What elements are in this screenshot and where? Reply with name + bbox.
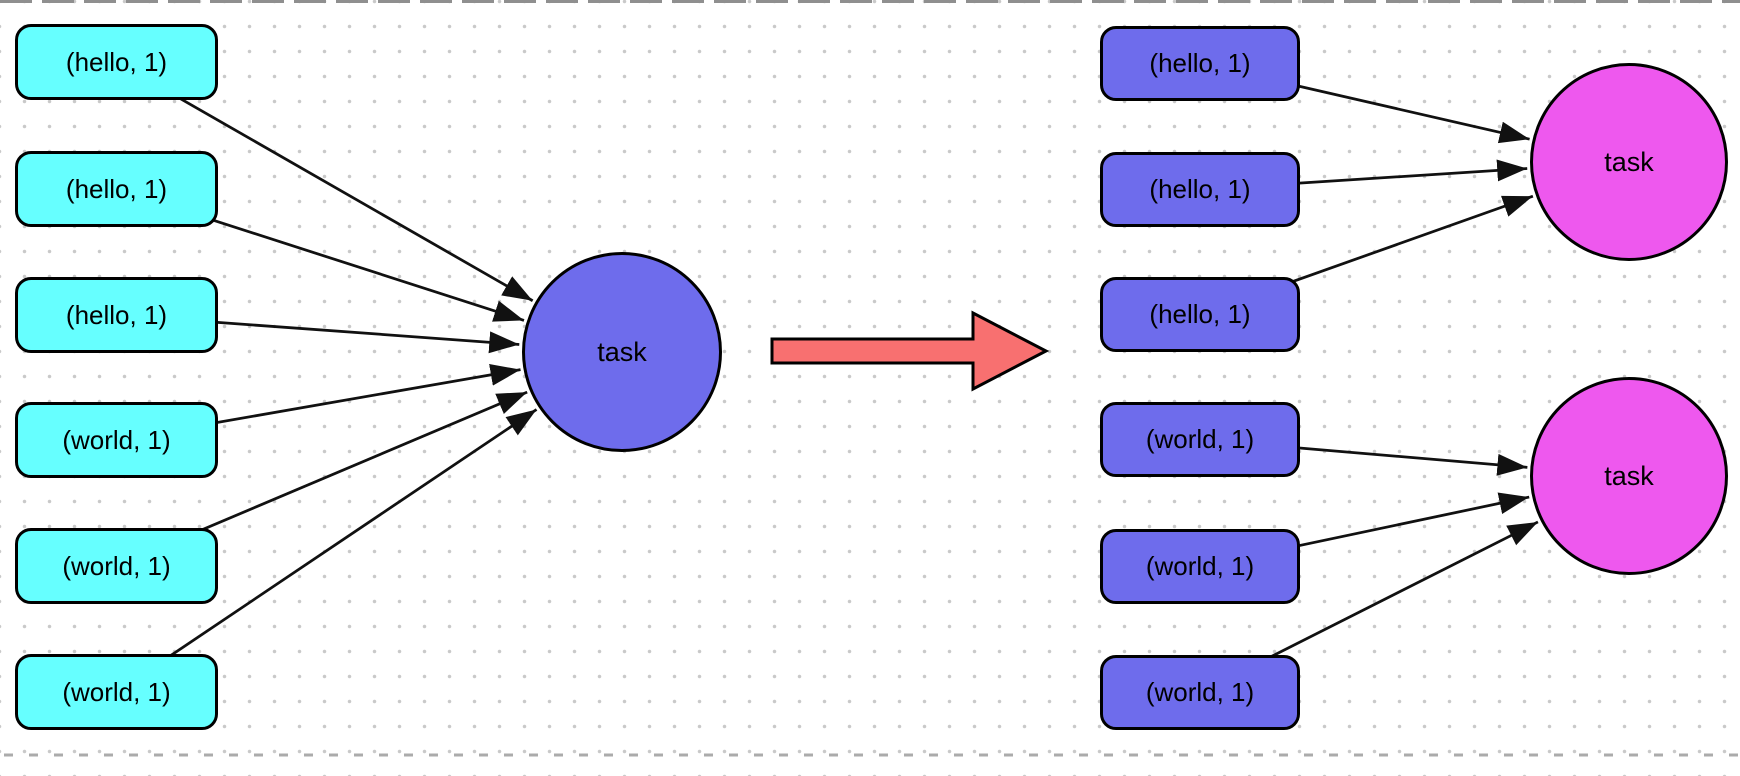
left-tuple-hello-2-label: (hello, 1) xyxy=(65,173,168,204)
right-task-node-2: task xyxy=(1530,377,1728,575)
right-tuple-hello-2: (hello, 1) xyxy=(1100,152,1300,227)
right-tuple-hello-2-label: (hello, 1) xyxy=(1149,174,1251,204)
edge-l6-lt xyxy=(115,408,538,694)
transform-block-arrow xyxy=(770,310,1050,392)
right-tuple-hello-1-label: (hello, 1) xyxy=(1149,48,1251,78)
left-tuple-hello-3: (hello, 1) xyxy=(15,277,218,353)
right-tuple-hello-3-label: (hello, 1) xyxy=(1149,299,1251,329)
left-tuple-world-3: (world, 1) xyxy=(15,654,218,730)
left-tuple-hello-1-label: (hello, 1) xyxy=(65,46,168,77)
right-tuple-world-3-label: (world, 1) xyxy=(1145,677,1255,707)
right-tuple-world-3: (world, 1) xyxy=(1100,655,1300,730)
left-tuple-world-2: (world, 1) xyxy=(15,528,218,604)
left-task-node-label: task xyxy=(597,336,647,367)
right-task-node-1-label: task xyxy=(1604,146,1654,177)
left-tuple-world-2-label: (world, 1) xyxy=(62,550,171,581)
right-tuple-world-1-label: (world, 1) xyxy=(1145,424,1255,454)
right-task-node-2-label: task xyxy=(1604,460,1654,491)
right-tuple-world-2-label: (world, 1) xyxy=(1145,551,1255,581)
right-task-node-1: task xyxy=(1530,63,1728,261)
left-tuple-hello-1: (hello, 1) xyxy=(15,24,218,100)
right-tuple-world-1: (world, 1) xyxy=(1100,402,1300,477)
left-tuple-world-1: (world, 1) xyxy=(15,402,218,478)
left-tuple-hello-3-label: (hello, 1) xyxy=(65,299,168,330)
right-tuple-hello-1: (hello, 1) xyxy=(1100,26,1300,101)
edges-group xyxy=(115,60,1539,694)
edge-l1-lt xyxy=(115,60,534,302)
left-tuple-world-3-label: (world, 1) xyxy=(62,676,171,707)
left-tuple-hello-2: (hello, 1) xyxy=(15,151,218,227)
right-tuple-hello-3: (hello, 1) xyxy=(1100,277,1300,352)
left-tuple-world-1-label: (world, 1) xyxy=(62,424,171,455)
right-tuple-world-2: (world, 1) xyxy=(1100,529,1300,604)
left-task-node: task xyxy=(522,252,722,452)
